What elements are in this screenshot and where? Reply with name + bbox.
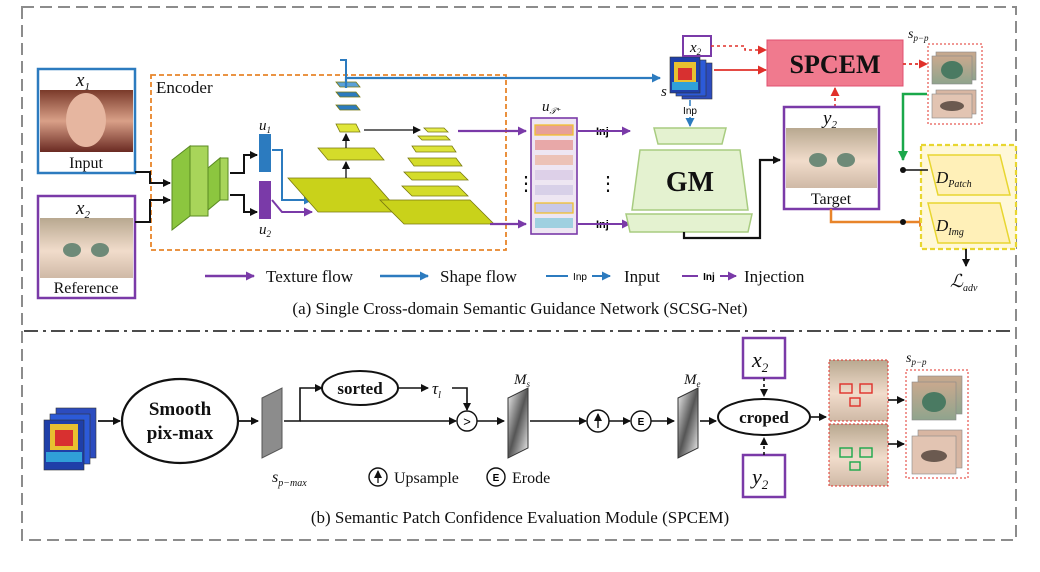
d-patch-block: [927, 154, 1011, 196]
cropped-faces: [828, 359, 889, 487]
compare-symbol: >: [463, 414, 471, 429]
reference-to-encoder-arrow: [135, 196, 171, 223]
u2-label: u2: [259, 222, 272, 239]
feature-pyramid: [287, 81, 495, 225]
target-caption: Target: [811, 191, 852, 208]
legend-input: Input: [624, 267, 660, 286]
u1-block: [259, 134, 271, 172]
legend-texture-flow: Texture flow: [266, 267, 354, 286]
gm-label: GM: [666, 167, 714, 198]
legend-injection: Injection: [744, 267, 805, 286]
s-label: s: [661, 84, 667, 100]
spp-patches-top: [927, 43, 983, 125]
d-patch-label: DPatch: [935, 168, 972, 190]
smooth-line1: Smooth: [149, 399, 212, 420]
reference-var-label: x2: [75, 198, 90, 221]
y2-var-label: y2: [821, 108, 837, 131]
target-face-image: [786, 128, 877, 188]
caption-part-a: (a) Single Cross-domain Semantic Guidanc…: [292, 299, 747, 318]
spcem-label: SPCEM: [790, 50, 881, 79]
b-legend: Upsample E Erode: [368, 467, 550, 487]
input-var-label: x1: [75, 70, 90, 93]
conv-blocks: [171, 144, 229, 232]
target-image-block: y2 Target: [782, 105, 881, 211]
smooth-pixmax-node: [120, 377, 240, 465]
croped-label: croped: [739, 408, 789, 427]
b-spp-label: sp−p: [906, 351, 927, 367]
legend-upsample: Upsample: [394, 470, 459, 487]
u2-block: [259, 181, 271, 219]
d-img-block: [927, 202, 1011, 244]
b-spp-patches: [905, 369, 969, 479]
inj-dots: ⋮: [598, 173, 618, 195]
input-caption: Input: [69, 155, 103, 172]
b-x2-label: x2: [751, 347, 769, 375]
ut-dots: ⋮: [516, 173, 536, 195]
me-mask: [677, 387, 699, 459]
ms-mask: [507, 387, 529, 459]
x2-to-spcem-dotted: [711, 45, 767, 55]
spcem-box: [766, 39, 904, 87]
input-image-block: x1 Input: [36, 67, 137, 175]
gm-generator: [625, 127, 753, 233]
tau-label: τl: [432, 379, 441, 401]
x2-small-label: x2: [689, 40, 702, 57]
reference-image-block: x2 Reference: [36, 194, 137, 300]
u1-shape-arrow: [272, 149, 313, 205]
legend-erode: Erode: [512, 470, 550, 487]
encoder-label: Encoder: [156, 78, 213, 97]
outer-frame: [21, 6, 1017, 541]
spmax-label: sp−max: [272, 469, 307, 489]
shape-flow-to-s-arrow: [340, 59, 347, 82]
ut-feature-stack: [530, 117, 578, 235]
reference-caption: Reference: [54, 280, 119, 297]
d-img-label: DImg: [935, 216, 964, 238]
b-y2-box: [741, 453, 787, 499]
legend-erode-symbol: E: [493, 473, 500, 484]
gm-to-y2-arrow: [682, 156, 781, 240]
reference-face-image: [40, 218, 133, 278]
spp-to-dpatch-arrow: [898, 92, 927, 161]
me-label: Me: [683, 372, 701, 389]
s-map-stack: [669, 56, 713, 100]
ut-label: u𝒯⁺: [542, 99, 561, 116]
u2-texture-arrow: [271, 199, 313, 217]
target-to-dimg-arrow: [829, 209, 929, 227]
legend-inj-tag: Inj: [703, 272, 715, 283]
legend: Texture flow Shape flow Inp Input Inj In…: [205, 267, 805, 286]
spmax-to-sorted-arrow: [284, 384, 323, 422]
erode-symbol: E: [638, 417, 645, 428]
sorted-label: sorted: [337, 379, 383, 398]
u1-label: u1: [259, 118, 271, 135]
shape-flow-path: [344, 73, 661, 88]
inp-tag: Inp: [683, 106, 697, 117]
encoder-box: [150, 74, 507, 251]
smooth-line2: pix-max: [147, 423, 214, 444]
tau-to-compare-arrow: [452, 387, 471, 411]
ms-label: Ms: [513, 372, 531, 389]
conv-to-u1-arrow: [230, 151, 258, 174]
input-to-encoder-arrow: [135, 171, 171, 187]
spmax-map: [261, 387, 283, 459]
b-s-map-stack: [43, 407, 97, 471]
ladv-label: ℒadv: [950, 271, 978, 294]
b-y2-label: y2: [750, 464, 769, 492]
caption-part-b: (b) Semantic Patch Confidence Evaluation…: [311, 508, 729, 527]
conv-to-u2-arrow: [230, 194, 258, 216]
spp-label-top: sp−p: [908, 27, 929, 43]
legend-inp-tag: Inp: [573, 272, 587, 283]
legend-shape-flow: Shape flow: [440, 267, 518, 286]
